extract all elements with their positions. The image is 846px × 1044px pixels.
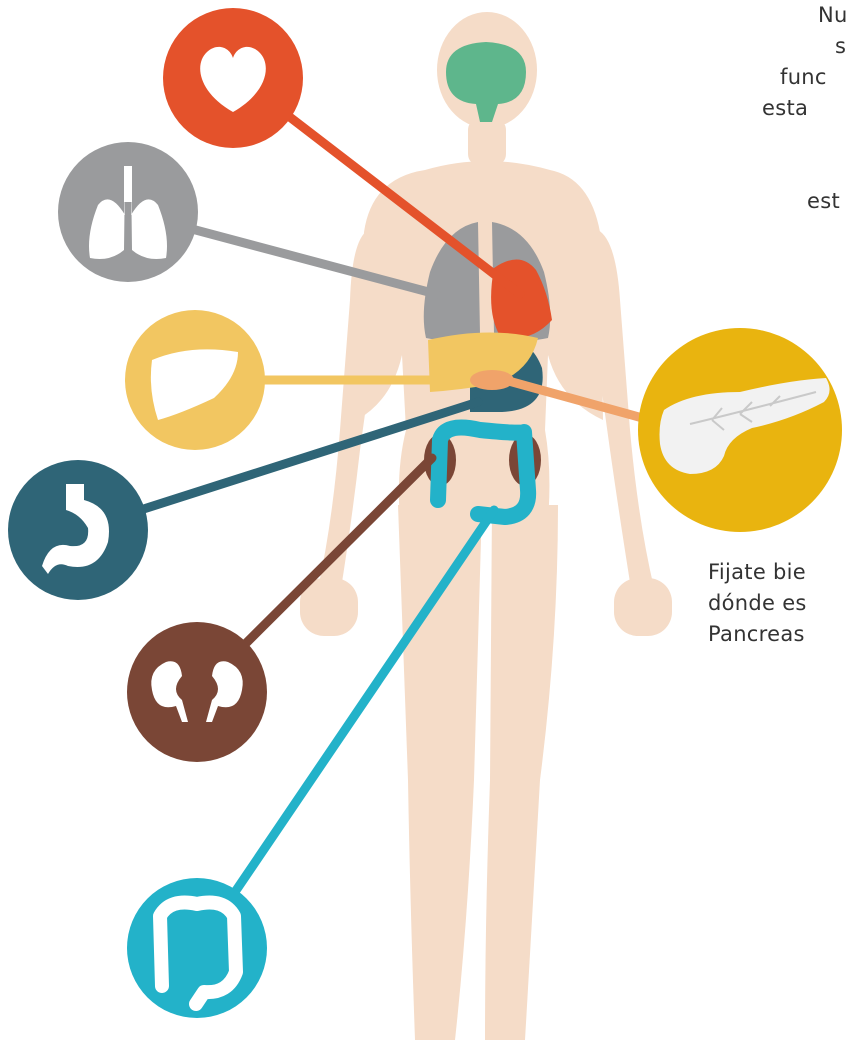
- intro-line: Nu: [760, 0, 846, 31]
- note-line: dónde es: [708, 588, 807, 619]
- note-line: Fijate bie: [708, 557, 807, 588]
- intro-line: s: [760, 31, 846, 62]
- pancreas-note: Fijate bie dónde es Pancreas: [708, 557, 807, 650]
- intro-line: est: [760, 186, 846, 217]
- intro-text: Nu s func esta est: [760, 0, 846, 217]
- lungs-icon: [58, 142, 198, 282]
- heart-icon: [163, 8, 303, 148]
- intro-line: esta: [760, 93, 846, 124]
- note-line: Pancreas: [708, 619, 807, 650]
- stomach-icon: [8, 460, 148, 600]
- intestines-icon: [127, 878, 267, 1018]
- liver-icon: [125, 310, 265, 450]
- kidneys-icon: [127, 622, 267, 762]
- intro-line: func: [760, 62, 846, 93]
- pancreas-icon: [638, 328, 842, 532]
